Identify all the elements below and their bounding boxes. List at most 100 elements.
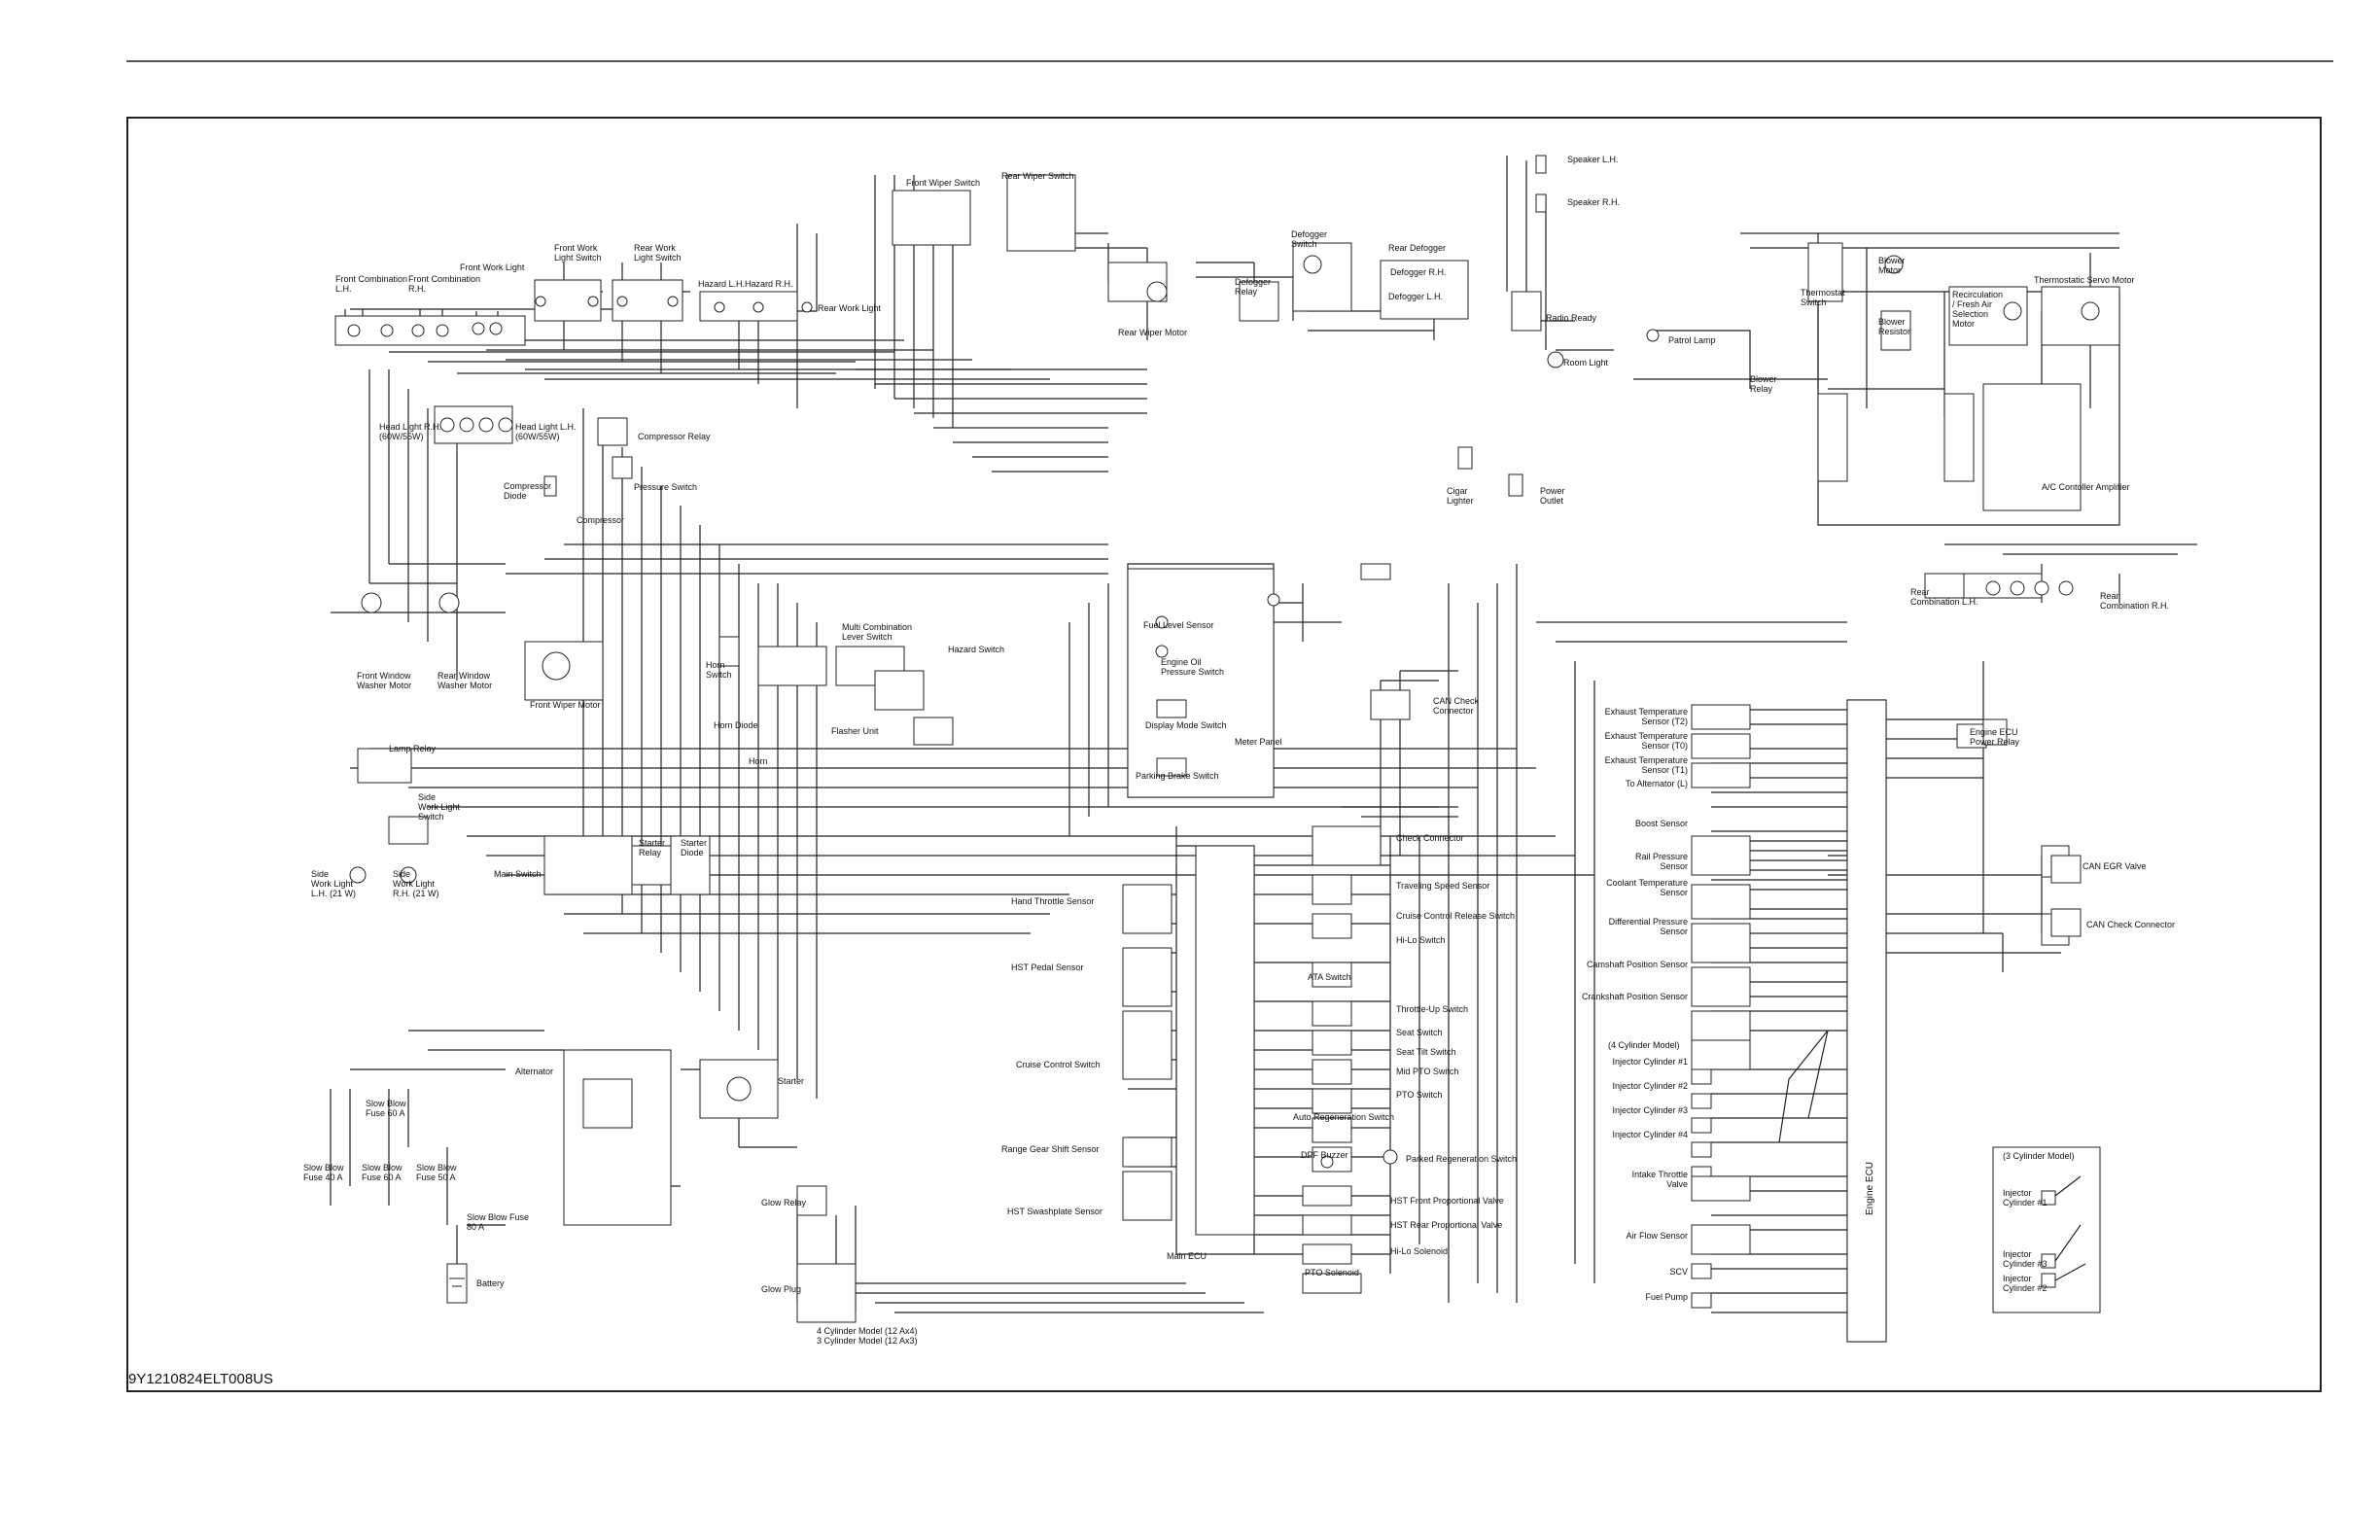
check-connector-label: Check Connector	[1396, 833, 1464, 843]
cruise-control-switch-label: Cruise Control Switch	[1016, 1060, 1101, 1069]
throttle-up-switch-label: Throttle-Up Switch	[1396, 1004, 1469, 1014]
coolant-temperature-sensor-label: Coolant Temperature Sensor	[1606, 878, 1688, 897]
rear-combination-lh-label: Rear Combination L.H.	[1910, 587, 1978, 607]
cruise-control-release-switch-label: Cruise Control Release Switch	[1396, 911, 1516, 921]
speaker-rh-label: Speaker R.H.	[1567, 197, 1621, 207]
slow-blow-fuse-80-label: Slow Blow Fuse 80 A	[467, 1212, 530, 1232]
compressor-diode-label: Compressor Diode	[504, 481, 552, 501]
front-combination-rh-label: Front Combination R.H.	[408, 274, 481, 294]
hst-rear-proportional-valve-label: HST Rear Proportional Valve	[1390, 1220, 1503, 1230]
pto-switch-label: PTO Switch	[1396, 1090, 1443, 1100]
dpf-buzzer-label: DPF Buzzer	[1301, 1150, 1348, 1160]
radio-ready-label: Radio Ready	[1546, 313, 1597, 323]
injector-3cyl-2-label: Injector Cylinder #2	[2003, 1274, 2048, 1293]
ac-controller-amplifier-label: A/C Contoller Amplifier	[2042, 482, 2130, 492]
traveling-speed-sensor-label: Traveling Speed Sensor	[1396, 881, 1490, 891]
display-mode-switch-label: Display Mode Switch	[1145, 720, 1227, 730]
starter-diode-label: Starter Diode	[681, 838, 708, 858]
seat-tilt-switch-label: Seat Tilt Switch	[1396, 1047, 1456, 1057]
rear-defogger-label: Rear Defogger	[1388, 243, 1447, 253]
injector-3cyl-3-label: Injector Cylinder #3	[2003, 1249, 2048, 1269]
starter-label: Starter	[778, 1076, 805, 1086]
pto-solenoid-label: PTO Solenoid	[1305, 1268, 1359, 1278]
main-ecu-label: Main ECU	[1167, 1251, 1208, 1261]
engine-ecu-power-relay-label: Engine ECU Power Relay	[1970, 727, 2020, 747]
defogger-relay-label: Defogger Relay	[1235, 277, 1272, 297]
slow-blow-fuse-60-top-label: Slow Blow Fuse 60 A	[366, 1099, 406, 1118]
mid-pto-switch-label: Mid PTO Switch	[1396, 1067, 1459, 1076]
glow-plug-box	[796, 1263, 857, 1323]
engine-ecu-box	[1846, 699, 1887, 1343]
speaker-lh-label: Speaker L.H.	[1567, 155, 1619, 164]
defogger-rh-label: Defogger R.H.	[1390, 267, 1447, 277]
camshaft-position-sensor-label: Camshaft Position Sensor	[1586, 960, 1688, 969]
glow-plug-note-label: 4 Cylinder Model (12 Ax4) 3 Cylinder Mod…	[817, 1326, 918, 1346]
cigar-lighter-label: Cigar Lighter	[1447, 486, 1474, 506]
exhaust-temp-t0-label: Exhaust Temperature Sensor (T0)	[1604, 731, 1688, 751]
rear-wiper-motor-symbol	[1146, 281, 1168, 302]
compressor-label: Compressor	[577, 515, 625, 525]
fuel-pump-label: Fuel Pump	[1645, 1292, 1688, 1302]
glow-plug-label: Glow Plug	[761, 1284, 802, 1294]
page-top-rule	[126, 60, 2333, 62]
battery-symbol	[446, 1263, 468, 1304]
three-cylinder-model-label: (3 Cylinder Model)	[2003, 1151, 2075, 1161]
boost-sensor-label: Boost Sensor	[1634, 819, 1688, 828]
head-light-rh-label: Head Light R.H. (60W/55W)	[379, 422, 442, 441]
hi-lo-solenoid-label: Hi-Lo Solenoid	[1390, 1246, 1449, 1256]
rear-wiper-switch-label: Rear Wiper Switch	[1001, 171, 1074, 181]
hazard-switch-label: Hazard Switch	[948, 645, 1005, 654]
injector-3cyl-1-label: Injector Cylinder #1	[2003, 1188, 2048, 1208]
parked-regeneration-switch-label: Parked Regeneration Switch	[1406, 1154, 1518, 1164]
rail-pressure-sensor-label: Rail Pressure Sensor	[1634, 852, 1688, 871]
room-light-label: Room Light	[1563, 358, 1609, 368]
hi-lo-switch-label: Hi-Lo Switch	[1396, 935, 1446, 945]
side-work-light-switch-label: Side Work Light Switch	[418, 792, 460, 822]
front-combination-lh-label: Front Combination L.H.	[335, 274, 408, 294]
alternator-label: Alternator	[515, 1067, 554, 1076]
range-gear-shift-sensor-label: Range Gear Shift Sensor	[1001, 1144, 1100, 1154]
auto-regeneration-switch-label: Auto Regeneration Switch	[1293, 1112, 1395, 1122]
horn-label: Horn	[749, 756, 768, 766]
rear-window-washer-motor-label: Rear Window Washer Motor	[438, 671, 493, 690]
injector-4-label: Injector Cylinder #4	[1612, 1130, 1688, 1139]
component-symbols	[334, 155, 2120, 1343]
compressor-relay-label: Compressor Relay	[638, 432, 711, 441]
intake-throttle-valve-label: Intake Throttle Valve	[1631, 1170, 1688, 1189]
slow-blow-fuse-50-label: Slow Blow Fuse 50 A	[416, 1163, 457, 1182]
air-flow-sensor-label: Air Flow Sensor	[1626, 1231, 1688, 1241]
horn-diode-label: Horn Diode	[714, 720, 758, 730]
engine-oil-pressure-switch-label: Engine Oil Pressure Switch	[1161, 657, 1225, 677]
blower-relay-label: Blower Relay	[1750, 374, 1777, 394]
hst-front-proportional-valve-label: HST Front Proportional Valve	[1390, 1196, 1504, 1206]
power-outlet-label: Power Outlet	[1540, 486, 1565, 506]
pressure-switch-label: Pressure Switch	[634, 482, 698, 492]
diagram-frame	[126, 117, 2322, 1392]
horn-switch-label: Horn Switch	[706, 660, 732, 680]
can-egr-valve-label: CAN EGR Valve	[2082, 861, 2147, 871]
can-check-connector-right-label: CAN Check Connector	[2086, 920, 2176, 929]
differential-pressure-sensor-label: Differential Pressure Sensor	[1608, 917, 1688, 936]
starter-relay-label: Starter Relay	[639, 838, 666, 858]
can-check-connector-top-label: CAN Check Connector	[1433, 696, 1480, 716]
front-wiper-motor-label: Front Wiper Motor	[530, 700, 601, 710]
front-work-light-switch-label: Front Work Light Switch	[554, 243, 602, 262]
parking-brake-switch-label: Parking Brake Switch	[1136, 771, 1219, 781]
to-alternator-label: To Alternator (L)	[1625, 779, 1688, 788]
patrol-lamp-label: Patrol Lamp	[1668, 335, 1716, 345]
ata-switch-label: ATA Switch	[1308, 972, 1351, 982]
hst-swashplate-sensor-label: HST Swashplate Sensor	[1007, 1207, 1102, 1216]
front-wiper-switch-label: Front Wiper Switch	[906, 178, 981, 188]
four-cylinder-model-label: (4 Cylinder Model)	[1608, 1040, 1680, 1050]
side-work-light-rh-label: Side Work Light R.H. (21 W)	[393, 869, 439, 898]
defogger-switch-label: Defogger Switch	[1291, 229, 1328, 249]
document-code: 9Y1210824ELT008US	[128, 1371, 274, 1387]
hazard-lh-label: Hazard L.H.	[698, 279, 746, 289]
seat-switch-label: Seat Switch	[1396, 1028, 1443, 1037]
slow-blow-fuse-60-mid-label: Slow Blow Fuse 60 A	[362, 1163, 402, 1182]
side-work-light-lh-label: Side Work Light L.H. (21 W)	[311, 869, 357, 898]
slow-blow-fuse-40-label: Slow Blow Fuse 40 A	[303, 1163, 344, 1182]
main-switch-label: Main Switch	[494, 869, 542, 879]
head-light-lh-label: Head Light L.H. (60W/55W)	[515, 422, 577, 441]
